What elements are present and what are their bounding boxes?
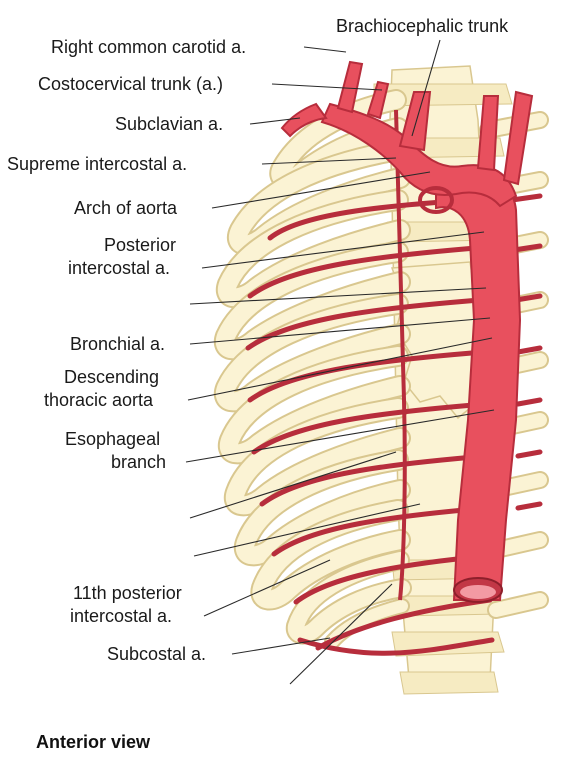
leader-extra-2 (193, 503, 421, 557)
labels: Brachiocephalic trunk Right common carot… (7, 16, 509, 752)
label-esophageal-line2: branch (111, 452, 166, 472)
leader-brachiocephalic (411, 39, 441, 137)
label-posterior-intercostal-line2: intercostal a. (68, 258, 170, 278)
leader-11th-posterior (203, 559, 331, 617)
supreme-intercostal-artery (394, 109, 407, 601)
label-descending-thoracic-line2: thoracic aorta (44, 390, 154, 410)
intercostal-artery-5 (251, 401, 489, 455)
label-11th-posterior-line2: intercostal a. (70, 606, 172, 626)
leader-esophageal (185, 409, 495, 463)
costocervical-vessel (366, 80, 390, 120)
leader-costocervical (271, 83, 383, 91)
left-intercostal-branches (509, 193, 543, 511)
label-arch-of-aorta: Arch of aorta (74, 198, 178, 218)
label-brachiocephalic-trunk: Brachiocephalic trunk (336, 16, 509, 36)
leader-right-common-carotid (303, 46, 347, 53)
label-11th-posterior-line1: 11th posterior (73, 583, 182, 603)
leader-extra-1 (189, 451, 397, 519)
aorta (280, 60, 534, 603)
right-common-carotid-vessel (336, 60, 364, 114)
vertebra-7 (399, 671, 499, 695)
leader-bronchial (189, 317, 491, 345)
rib-2-fill (229, 141, 409, 254)
bronchial-loop (418, 186, 454, 214)
label-esophageal-line1: Esophageal (65, 429, 160, 449)
intercostal-artery-7 (271, 505, 489, 557)
leader-subcostal (231, 637, 331, 655)
label-right-common-carotid: Right common carotid a. (51, 37, 246, 57)
rib-4-fill (215, 243, 409, 359)
label-descending-thoracic-line1: Descending (64, 367, 159, 387)
label-posterior-intercostal-line1: Posterior (104, 235, 176, 255)
brachiocephalic-trunk (398, 91, 432, 152)
aortic-lumen-inner (460, 585, 496, 599)
leader-descending-thoracic-aorta (187, 337, 493, 401)
leader-arch-of-aorta (211, 171, 431, 209)
leader-subclavian (249, 117, 301, 125)
left-subclavian (502, 90, 534, 186)
leader-posterior-intercostal-2 (189, 287, 487, 305)
leader-lines (185, 39, 495, 685)
left-common-carotid (476, 95, 500, 172)
subclavian-vessel (280, 102, 328, 138)
leader-posterior-intercostal (201, 231, 485, 269)
intercostal-artery-6 (259, 453, 489, 507)
label-costocervical-trunk: Costocervical trunk (a.) (38, 74, 223, 94)
leader-bottom (289, 583, 393, 685)
leader-supreme-intercostal (261, 157, 397, 165)
intercostal-artery-2 (247, 245, 479, 299)
rib-5-fill (215, 295, 409, 411)
label-subclavian: Subclavian a. (115, 114, 223, 134)
label-subcostal: Subcostal a. (107, 644, 206, 664)
caption-anterior-view: Anterior view (36, 732, 151, 752)
label-bronchial: Bronchial a. (70, 334, 165, 354)
label-supreme-intercostal: Supreme intercostal a. (7, 154, 187, 174)
intercostal-artery-11 (315, 597, 493, 651)
